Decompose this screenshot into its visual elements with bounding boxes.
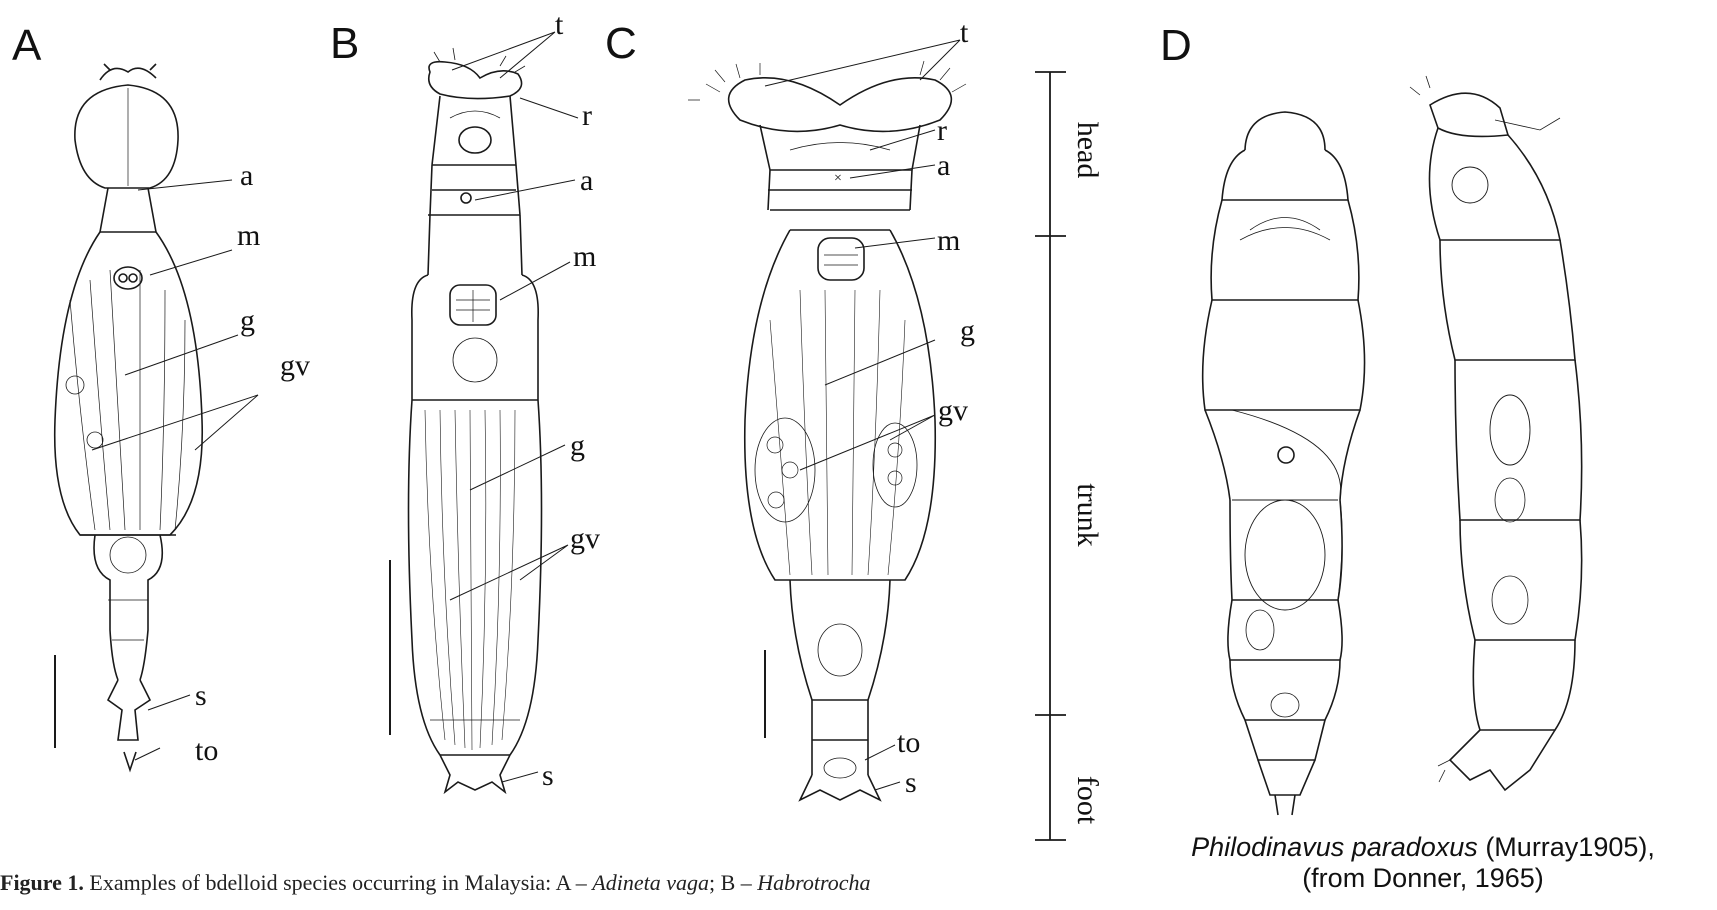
figure-caption-species-b: Habrotrocha <box>757 870 870 895</box>
label-c-r: r <box>937 114 947 147</box>
label-b-gv: gv <box>570 522 600 555</box>
specimen-a-labels: a m g gv s to <box>195 159 310 767</box>
region-trunk-label: trunk <box>1071 483 1104 546</box>
figure-caption-text: Examples of bdelloid species occurring i… <box>84 870 592 895</box>
figure-caption-species-a: Adineta vaga <box>592 870 709 895</box>
specimen-d-drawing <box>1203 76 1582 815</box>
label-a-s: s <box>195 679 207 712</box>
label-a-a: a <box>240 159 253 192</box>
label-a-m: m <box>237 219 260 252</box>
label-b-m: m <box>573 240 596 273</box>
label-b-a: a <box>580 164 593 197</box>
panel-d-caption-line1: Philodinavus paradoxus (Murray1905), <box>1138 832 1708 863</box>
label-b-g: g <box>570 429 585 462</box>
specimen-c-labels: t r a m g gv to s <box>897 16 975 799</box>
label-a-to: to <box>195 734 218 767</box>
label-a-gv: gv <box>280 349 310 382</box>
label-b-s: s <box>542 759 554 792</box>
specimen-b-labels: t r a m g gv s <box>542 8 600 792</box>
region-foot-label: foot <box>1071 776 1104 825</box>
panel-d-caption: Philodinavus paradoxus (Murray1905), (fr… <box>1138 832 1708 894</box>
specimen-a-drawing <box>55 64 258 770</box>
label-c-t: t <box>960 16 969 49</box>
label-c-m: m <box>937 224 960 257</box>
specimen-b-drawing <box>390 32 578 792</box>
specimen-c-drawing: × <box>688 40 1066 840</box>
region-head-label: head <box>1071 122 1104 179</box>
svg-text:×: × <box>834 171 842 186</box>
label-c-s: s <box>905 766 917 799</box>
figure-caption-prefix: Figure 1. <box>0 870 84 895</box>
label-a-g: g <box>240 304 255 337</box>
label-b-r: r <box>582 99 592 132</box>
panel-d-species: Philodinavus paradoxus <box>1191 832 1478 862</box>
label-c-g: g <box>960 314 975 347</box>
label-c-to: to <box>897 726 920 759</box>
body-region-labels: head trunk foot <box>1071 122 1104 825</box>
panel-d-source: (from Donner, 1965) <box>1138 863 1708 894</box>
figure-caption: Figure 1. Examples of bdelloid species o… <box>0 870 871 896</box>
label-c-gv: gv <box>938 394 968 427</box>
figure-caption-separator: ; B – <box>709 870 757 895</box>
panel-d-author: (Murray1905), <box>1478 832 1655 862</box>
label-c-a: a <box>937 149 950 182</box>
label-b-t: t <box>555 8 564 41</box>
